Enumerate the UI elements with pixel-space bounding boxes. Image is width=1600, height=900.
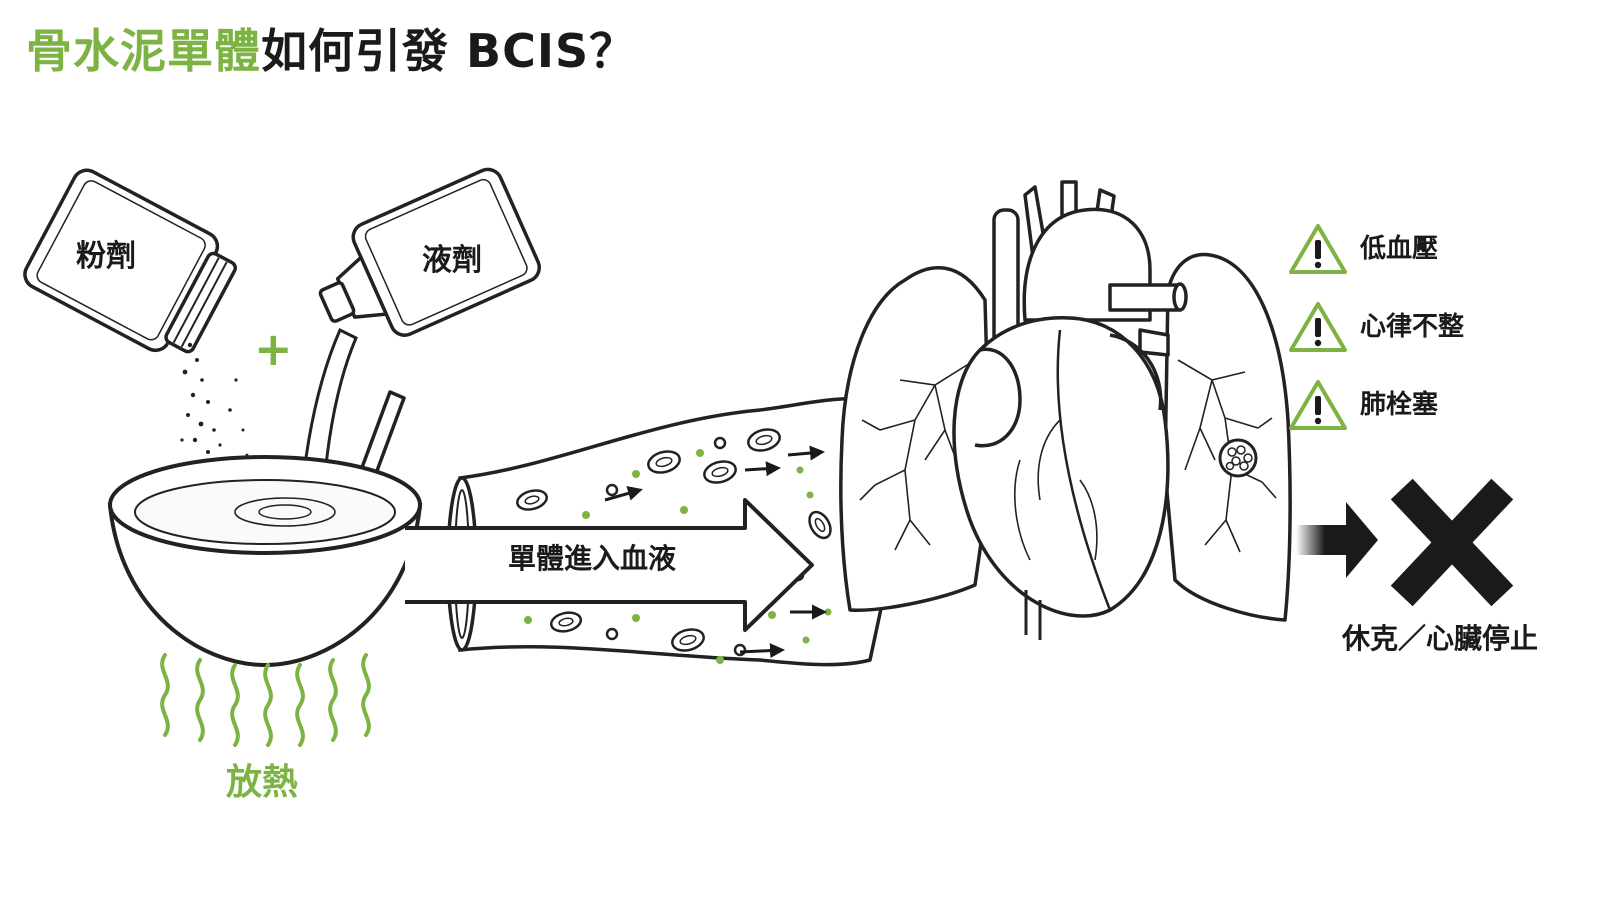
warning-item-arrhythmia: 心律不整 <box>1360 312 1465 342</box>
heat-waves-icon <box>160 653 371 747</box>
liquid-bottle <box>318 167 541 337</box>
warning-exclamations <box>1314 240 1322 425</box>
page-title: 骨水泥單體如何引發 BCIS？ <box>26 28 636 74</box>
heart-body <box>952 316 1170 618</box>
heat-label: 放熱 <box>226 762 299 803</box>
powder-jar <box>23 168 237 354</box>
title-rest: 如何引發 BCIS？ <box>261 24 637 78</box>
flow-label: 單體進入血液 <box>508 542 677 575</box>
warning-item-pulmonary-embolism: 肺栓塞 <box>1360 390 1439 420</box>
embolus-icon <box>1218 438 1258 478</box>
x-mark-icon <box>1390 478 1514 607</box>
mixing-bowl <box>107 455 423 668</box>
plus-sign: + <box>254 322 293 376</box>
outcome-arrow <box>1296 502 1378 578</box>
left-lung <box>839 266 992 612</box>
warning-item-hypotension: 低血壓 <box>1360 234 1439 264</box>
monomer-particles <box>524 449 832 664</box>
flow-arrows <box>604 445 827 659</box>
heart <box>952 180 1188 640</box>
big-flow-arrow <box>405 498 814 632</box>
liquid-label: 液劑 <box>422 243 482 278</box>
outcome-label: 休克／心臟停止 <box>1342 622 1539 655</box>
powder-label: 粉劑 <box>76 239 136 274</box>
title-highlight: 骨水泥單體 <box>26 24 261 78</box>
